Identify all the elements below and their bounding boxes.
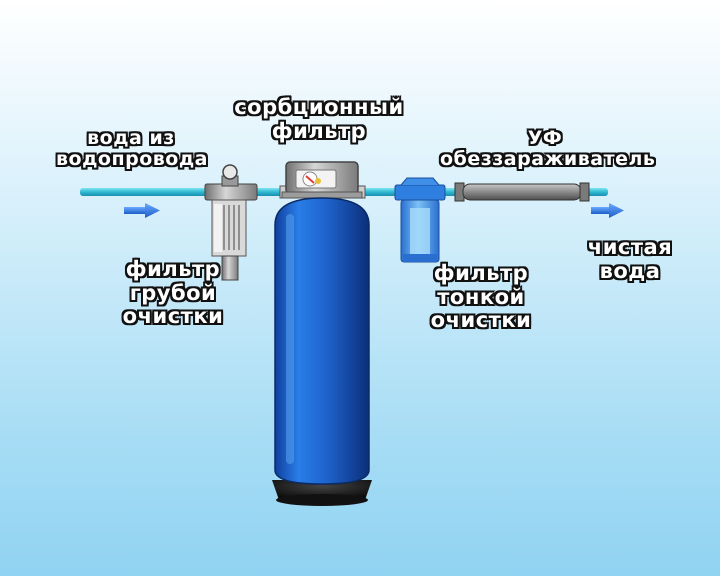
sorption-label-line2: фильтр: [271, 118, 367, 143]
outlet-arrow: [591, 203, 624, 218]
coarse-filter: [204, 164, 258, 281]
uv-label-line1: УФ: [527, 127, 563, 149]
sorption-filter-head: [279, 161, 366, 199]
inlet-label: вода из водопровода: [56, 127, 208, 171]
inlet-label-line2: водопровода: [56, 148, 208, 171]
inlet-arrow: [124, 203, 160, 218]
coarse-label-line3: очистки: [122, 304, 224, 329]
coarse-label-line1: фильтр: [125, 257, 221, 281]
fine-label-line1: фильтр: [433, 261, 529, 285]
fine-filter: [394, 177, 446, 263]
uv-label-line2: обеззараживатель: [440, 148, 656, 171]
inlet-label-line1: вода из: [87, 127, 175, 149]
sorption-label-line1: сорбционный: [234, 95, 404, 119]
outlet-label: чистая вода: [575, 235, 685, 283]
coarse-filter-label: фильтр грубой очистки: [112, 257, 234, 329]
uv-label: УФ обеззараживатель: [440, 127, 656, 171]
sorption-tank: [272, 197, 372, 506]
coarse-label-line2: грубой: [129, 280, 217, 305]
uv-sterilizer: [454, 182, 590, 202]
fine-label-line2: тонкой: [437, 284, 525, 309]
fine-label-line3: очистки: [430, 308, 532, 333]
sorption-filter-label: сорбционный фильтр: [228, 95, 410, 143]
outlet-label-line1: чистая: [587, 235, 673, 259]
outlet-label-line2: вода: [599, 258, 661, 283]
fine-filter-label: фильтр тонкой очистки: [420, 261, 542, 333]
